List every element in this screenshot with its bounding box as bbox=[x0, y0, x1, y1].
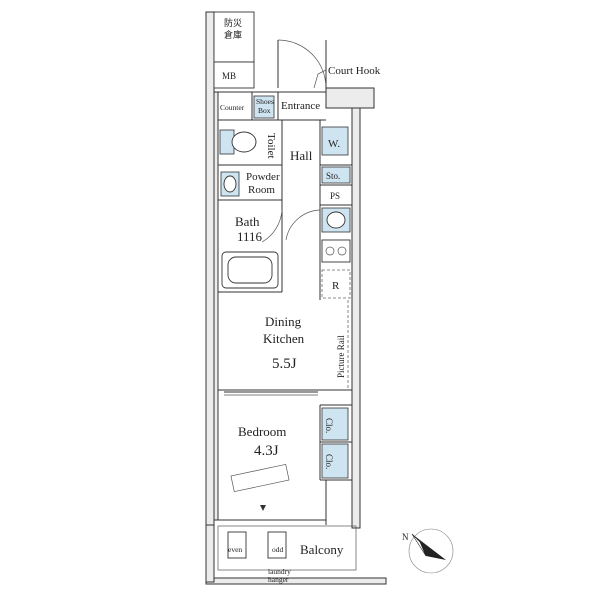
bath-label: Bath bbox=[235, 214, 260, 229]
refrigerator-label: R bbox=[332, 280, 340, 292]
laundry-label: laundry bbox=[268, 567, 291, 576]
even-label: even bbox=[228, 545, 242, 554]
dining-kitchen-size: 5.5J bbox=[272, 356, 297, 372]
court-hook-label: Court Hook bbox=[328, 65, 381, 77]
disaster-storage-label: 防災 bbox=[224, 17, 242, 28]
shoes-box bbox=[253, 95, 275, 119]
washer bbox=[321, 126, 349, 156]
picture-rail-label: Picture Rail bbox=[336, 335, 346, 378]
odd-label: odd bbox=[272, 545, 284, 554]
kitchen-label: Kitchen bbox=[263, 331, 305, 346]
entrance-door bbox=[277, 39, 327, 89]
washer-label: W. bbox=[328, 138, 340, 150]
balcony-label: Balcony bbox=[300, 542, 344, 557]
closet-label-1: Clo. bbox=[324, 418, 334, 433]
exterior-walls bbox=[205, 11, 387, 585]
powder-room-label-2: Room bbox=[248, 184, 275, 196]
refrigerator bbox=[321, 269, 351, 299]
mb-label: MB bbox=[222, 71, 236, 81]
stove bbox=[321, 239, 351, 263]
interior-walls bbox=[218, 91, 352, 525]
bedroom-label: Bedroom bbox=[238, 424, 286, 439]
hanger-label: hanger bbox=[268, 575, 289, 584]
entrance-label: Entrance bbox=[281, 100, 320, 112]
disaster-storage-label-2: 倉庫 bbox=[224, 29, 242, 40]
hall-label: Hall bbox=[290, 148, 313, 163]
bedroom-size: 4.3J bbox=[254, 443, 279, 459]
bath-size-label: 1116 bbox=[237, 229, 263, 244]
ps-label: PS bbox=[330, 191, 340, 201]
compass-north-label: N bbox=[402, 532, 409, 542]
storage-label: Sto. bbox=[326, 171, 340, 181]
odd-unit bbox=[267, 531, 287, 559]
counter-label: Counter bbox=[220, 103, 245, 112]
compass: N bbox=[402, 528, 454, 574]
shoes-box-label-1: Shoes bbox=[256, 97, 274, 106]
storage-box bbox=[321, 166, 351, 184]
dining-label: Dining bbox=[265, 314, 302, 329]
closet-bottom bbox=[321, 443, 349, 479]
toilet-label: Toilet bbox=[265, 133, 277, 159]
closet-label-2: Clo. bbox=[324, 454, 334, 469]
shoes-box-label-2: Box bbox=[258, 106, 271, 115]
closet-top bbox=[321, 407, 349, 441]
powder-room-label-1: Powder bbox=[246, 171, 280, 183]
even-unit bbox=[227, 531, 247, 559]
toilet-bowl bbox=[231, 131, 257, 153]
